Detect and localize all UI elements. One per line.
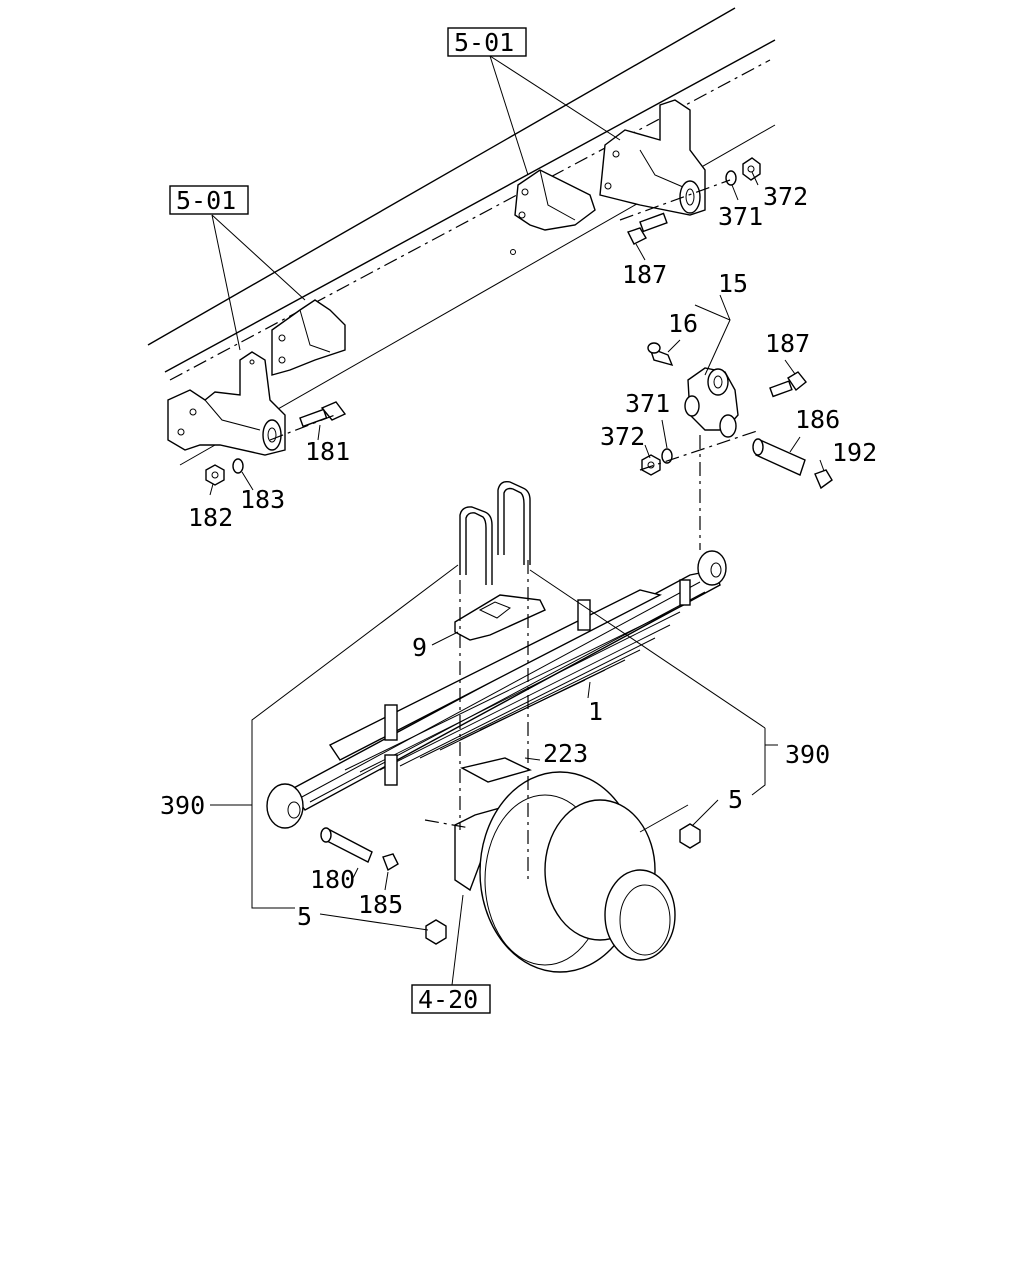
washer-371-top xyxy=(725,170,737,186)
front-hanger-bracket-rear xyxy=(271,299,346,376)
axle-hub xyxy=(454,771,676,973)
callout-371-right: 371 xyxy=(625,389,670,418)
spacer-plate-223 xyxy=(460,757,532,783)
callout-186: 186 xyxy=(795,405,840,434)
ref-label-top: 5-01 xyxy=(454,28,514,57)
hanger-bracket-mid xyxy=(510,169,596,255)
bolt-187-top xyxy=(627,212,668,245)
nut-5-left xyxy=(425,919,447,945)
callout-187-right: 187 xyxy=(765,329,810,358)
callout-5-right: 5 xyxy=(728,785,743,814)
front-hanger-bracket xyxy=(167,351,286,456)
ref-box-bottom[interactable]: 4-20 xyxy=(411,984,491,1014)
ref-label-bottom: 4-20 xyxy=(418,985,478,1014)
callout-9: 9 xyxy=(412,633,427,662)
shackle-15 xyxy=(684,367,739,438)
callout-223: 223 xyxy=(543,739,588,768)
washer-183 xyxy=(232,458,244,474)
grease-fitting-185 xyxy=(382,853,399,872)
callout-15: 15 xyxy=(718,269,748,298)
callout-192: 192 xyxy=(832,438,877,467)
u-bolt-front xyxy=(459,506,493,585)
ref-label-left: 5-01 xyxy=(176,186,236,215)
callout-180: 180 xyxy=(310,865,355,894)
spring-seat-9 xyxy=(454,594,546,641)
callout-1: 1 xyxy=(588,697,603,726)
nut-182 xyxy=(205,464,225,486)
callout-16: 16 xyxy=(668,309,698,338)
nut-5-right xyxy=(679,823,701,849)
callout-182: 182 xyxy=(188,503,233,532)
nut-372-top xyxy=(742,157,761,181)
rear-hanger-bracket-upper xyxy=(599,99,706,216)
u-bolt-rear xyxy=(497,480,531,565)
callout-183: 183 xyxy=(240,485,285,514)
callout-371-top: 371 xyxy=(718,202,763,231)
ref-box-left[interactable]: 5-01 xyxy=(169,185,249,215)
pin-180 xyxy=(320,827,373,863)
washer-371-right xyxy=(661,448,673,464)
nut-372-right xyxy=(641,454,661,476)
callout-187-top: 187 xyxy=(622,260,667,289)
callout-5-left: 5 xyxy=(297,902,312,931)
grease-fitting-192 xyxy=(814,469,833,490)
callout-181: 181 xyxy=(305,437,350,466)
ref-box-top[interactable]: 5-01 xyxy=(447,27,527,57)
callout-372-right: 372 xyxy=(600,422,645,451)
bolt-181 xyxy=(299,401,347,428)
callout-390-right: 390 xyxy=(785,740,830,769)
callout-185: 185 xyxy=(358,890,403,919)
bushing-16 xyxy=(647,342,674,367)
bolt-187-right xyxy=(769,371,807,398)
callout-390-left: 390 xyxy=(160,791,205,820)
pin-186 xyxy=(752,438,806,476)
callout-372-top: 372 xyxy=(763,182,808,211)
leaf-spring-1 xyxy=(266,550,727,829)
leader-lines xyxy=(209,55,825,986)
